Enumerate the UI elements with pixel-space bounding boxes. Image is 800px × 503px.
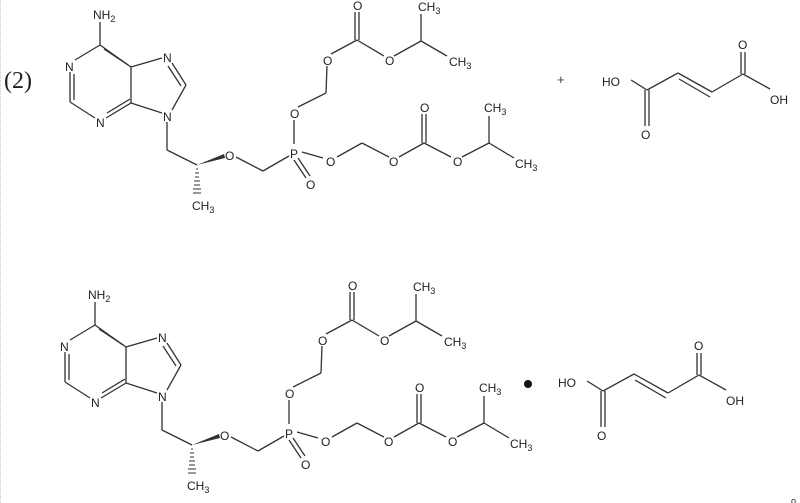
iso2-ch3-top-label: CH3 — [479, 381, 501, 397]
iso1-ch3-bottom-label: CH3 — [444, 335, 466, 351]
amine-label: NH2 — [88, 288, 110, 304]
right-oh-label: OH — [770, 93, 788, 107]
n9-label: N — [158, 390, 167, 404]
carbonate2-o-double-label: O — [420, 101, 429, 115]
plus-operator: + — [557, 72, 565, 87]
right-oh-label: OH — [726, 394, 744, 408]
phosphoryl-o-label: O — [301, 458, 310, 472]
carbonate2-o-double-label: O — [415, 381, 424, 395]
carbonate2-o-ester-label: O — [453, 155, 462, 169]
ether-o-label: O — [225, 149, 234, 163]
p-o-upper-label: O — [290, 107, 299, 121]
left-o-double-label: O — [597, 429, 606, 443]
n1-label: N — [65, 60, 74, 74]
tenofovir-disoproxil-top: NH2 N N N N O CH3 P O O O O O CH3 CH3 O … — [65, 0, 537, 215]
iso1-ch3-top-label: CH3 — [418, 0, 440, 16]
iso2-ch3-top-label: CH3 — [484, 101, 506, 117]
iso1-ch3-top-label: CH3 — [413, 280, 435, 296]
phosphoryl-o-label: O — [306, 178, 315, 192]
iso2-ch3-bottom-label: CH3 — [515, 157, 537, 173]
tenofovir-disoproxil-bottom: NH2 N N N N O CH3 P O O O O O CH3 CH3 O … — [60, 279, 532, 495]
iso2-ch3-bottom-label: CH3 — [510, 437, 532, 453]
n1-label: N — [60, 340, 69, 354]
amine-label: NH2 — [93, 8, 115, 24]
methyl-label: CH3 — [192, 199, 214, 215]
ether-o-label: O — [220, 429, 229, 443]
phosphorus-label: P — [285, 427, 293, 441]
p-o-upper-label: O — [285, 387, 294, 401]
fumaric-acid-bottom: HO O O OH — [558, 339, 744, 443]
carbonate1-o-double-label: O — [353, 0, 362, 13]
trailing-mark: o — [791, 496, 796, 503]
left-oh-label: HO — [602, 75, 620, 89]
fumaric-acid-top: HO O O OH — [602, 38, 788, 142]
carbonate1-o-ester-label: O — [385, 54, 394, 68]
figure-label: (2) — [4, 68, 32, 94]
carbonate2-o-inner-label: O — [389, 155, 398, 169]
n7-label: N — [163, 51, 172, 65]
left-dotted-border — [0, 0, 1, 503]
n9-label: N — [163, 110, 172, 124]
carbonate2-o-inner-label: O — [384, 435, 393, 449]
carbonate1-o-double-label: O — [348, 279, 357, 293]
right-o-double-label: O — [694, 339, 703, 353]
n3-label: N — [91, 396, 100, 410]
iso1-ch3-bottom-label: CH3 — [449, 55, 471, 71]
left-oh-label: HO — [558, 376, 576, 390]
carbonate1-o-ester-label: O — [380, 334, 389, 348]
left-o-double-label: O — [641, 128, 650, 142]
phosphorus-label: P — [290, 147, 298, 161]
carbonate1-o-inner-label: O — [318, 334, 327, 348]
p-o-right-label: O — [326, 155, 335, 169]
carbonate1-o-inner-label: O — [323, 54, 332, 68]
carbonate2-o-ester-label: O — [448, 435, 457, 449]
right-o-double-label: O — [738, 38, 747, 52]
salt-dot — [524, 380, 532, 388]
p-o-right-label: O — [321, 435, 330, 449]
n7-label: N — [158, 331, 167, 345]
n3-label: N — [96, 116, 105, 130]
methyl-label: CH3 — [187, 479, 209, 495]
